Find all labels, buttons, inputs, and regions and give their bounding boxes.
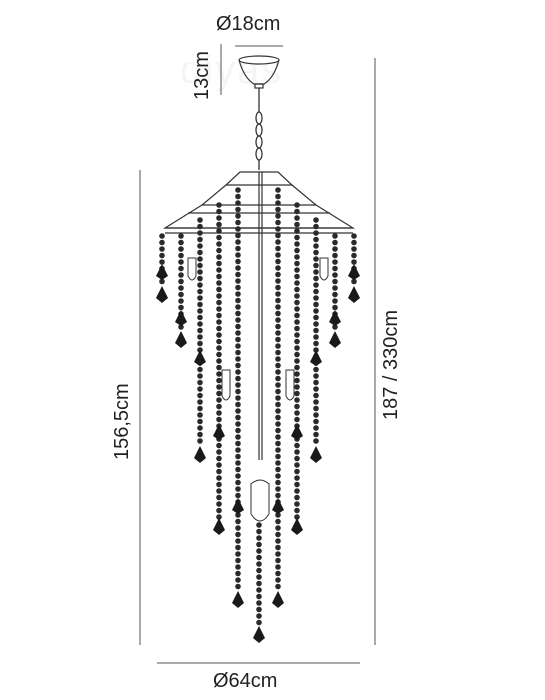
crystal-drop [175, 331, 187, 348]
bulb-upper-right [319, 257, 329, 281]
candle-bulbs [187, 257, 329, 522]
crystal-drop [213, 518, 225, 535]
crystal-strand [291, 202, 303, 535]
crystal-drop [232, 591, 244, 608]
watermark: diyas [180, 48, 283, 93]
crystal-drop [175, 310, 187, 326]
canopy [238, 55, 280, 89]
crystal-strand [175, 233, 187, 348]
crystal-drop [272, 591, 284, 608]
crystal-strand [213, 202, 225, 535]
bulb-middle-right [285, 369, 295, 401]
crystal-drop [291, 424, 303, 440]
crystal-drop [272, 498, 284, 514]
crystal-drop [213, 424, 225, 440]
crystal-strand [329, 233, 341, 348]
crystal-strand [253, 522, 265, 643]
bottom-diameter-label: Ø64cm [213, 670, 278, 692]
crystal-drop [156, 286, 168, 303]
bulb-center [250, 479, 270, 522]
crystal-drop [329, 310, 341, 326]
crystal-drop [156, 264, 168, 280]
crystal-drop [232, 498, 244, 514]
crystal-drop [310, 446, 322, 463]
crystal-strand [194, 217, 206, 463]
crystal-drop [348, 264, 360, 280]
crystal-drop [194, 446, 206, 463]
body-height-label: 156,5cm [111, 383, 133, 460]
crystal-drop [329, 331, 341, 348]
crystal-drop [348, 286, 360, 303]
top-diameter-label: Ø18cm [216, 13, 281, 35]
crystal-drop [291, 518, 303, 535]
canopy-height-label: 13cm [191, 51, 213, 100]
suspension-chain [255, 88, 263, 170]
crystal-strand [232, 187, 244, 608]
crystal-drop [194, 350, 206, 366]
crystal-strand [272, 187, 284, 608]
bulb-middle-left [221, 369, 231, 401]
crystal-strands [156, 187, 360, 643]
crystal-drop [253, 626, 265, 643]
total-height-label: 187 / 330cm [380, 309, 402, 420]
crystal-drop [310, 350, 322, 366]
crystal-strand [310, 217, 322, 463]
bulb-upper-left [187, 257, 197, 281]
frame [162, 171, 356, 460]
